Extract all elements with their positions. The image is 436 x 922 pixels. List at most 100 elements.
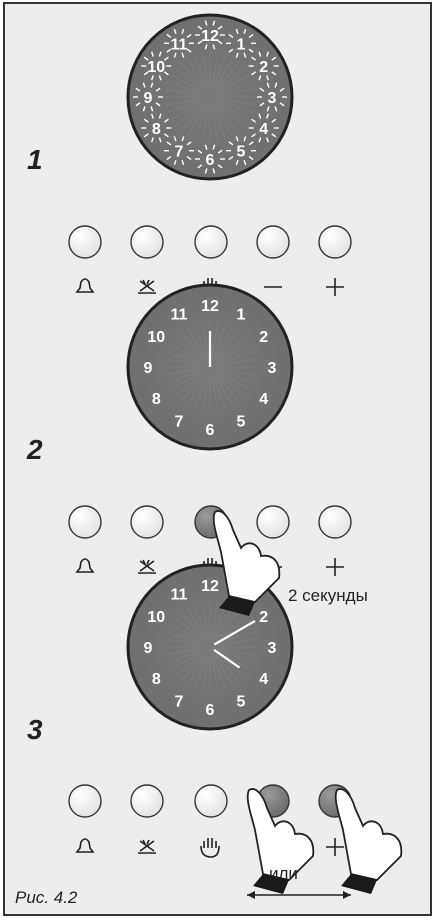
dial-texture-line	[217, 103, 245, 127]
blink-ray	[151, 75, 154, 81]
minus-button-step-1[interactable]	[256, 225, 290, 259]
dial-texture-line	[167, 370, 201, 383]
dial-texture-line	[219, 370, 253, 383]
cooking-button-step-3[interactable]	[130, 784, 164, 818]
blink-ray	[258, 75, 262, 81]
blink-ray	[274, 106, 278, 112]
dial-numeral: 1	[237, 36, 246, 53]
dial-numeral: 10	[147, 329, 165, 346]
bell-button-step-3[interactable]	[68, 784, 102, 818]
dial-texture-line	[175, 617, 203, 641]
blink-ray	[181, 28, 185, 35]
dial-numeral: 4	[259, 671, 268, 688]
blink-ray	[163, 56, 169, 61]
bell-icon	[75, 278, 95, 293]
dial-texture-line	[175, 67, 203, 91]
plus-button-step-1[interactable]	[318, 225, 352, 259]
blink-ray	[266, 82, 270, 88]
blink-ray	[271, 133, 277, 138]
blink-ray	[135, 102, 141, 107]
blink-ray	[235, 52, 239, 58]
dial-texture-line	[217, 653, 245, 677]
dial-texture-line	[217, 67, 245, 91]
dial-texture-line	[187, 57, 206, 89]
blink-ray	[155, 87, 161, 92]
blink-ray	[204, 168, 208, 174]
arrow-head-right	[343, 891, 351, 899]
dial-numeral: 9	[144, 90, 153, 107]
plus-button-step-2[interactable]	[318, 505, 352, 539]
blink-ray	[204, 144, 208, 150]
dial-texture-line	[194, 106, 207, 140]
dial-texture-line	[211, 52, 219, 88]
dial-texture-line	[213, 376, 226, 410]
minus-button-step-2[interactable]	[256, 505, 290, 539]
dial-numeral: 10	[147, 59, 165, 76]
blink-ray	[155, 102, 161, 107]
blink-ray	[197, 40, 203, 45]
blink-ray	[186, 48, 192, 53]
cooking-button-step-1[interactable]	[130, 225, 164, 259]
blink-ray	[235, 136, 239, 142]
blink-ray	[143, 56, 149, 61]
bell-symbol-step-2	[75, 558, 95, 573]
blink-ray	[212, 168, 216, 174]
dial-numeral: 11	[171, 306, 188, 323]
manual-button-step-3[interactable]	[194, 784, 228, 818]
dial-texture-line	[214, 57, 233, 89]
plus-symbol-step-3	[326, 838, 344, 856]
bell-icon	[75, 558, 95, 573]
dial-numeral: 5	[237, 414, 246, 431]
blink-ray	[243, 28, 247, 35]
dial-texture-line	[219, 358, 255, 366]
dial-texture-line	[219, 368, 255, 376]
figure-caption: Рис. 4.2	[15, 888, 78, 907]
dial-texture-line	[211, 656, 219, 692]
blink-ray	[143, 133, 149, 138]
pressing-finger-manual	[212, 510, 281, 616]
dial-texture-line	[165, 358, 201, 366]
or-note: или	[269, 864, 298, 883]
dial-texture-line	[214, 375, 233, 407]
blink-ray	[151, 137, 154, 143]
blink-ray	[271, 71, 277, 76]
dial-texture-line	[201, 52, 209, 88]
dial-numeral: 1	[237, 306, 246, 323]
blink-ray	[243, 52, 247, 58]
diagram-canvas: 1212345678910111212345678910111212345678…	[68, 13, 403, 899]
hand-outline	[212, 510, 281, 603]
dial-texture-line	[201, 376, 209, 412]
dial-texture-line	[194, 324, 207, 358]
bell-button-step-2[interactable]	[68, 505, 102, 539]
blink-ray	[217, 40, 223, 45]
dial-texture-line	[194, 604, 207, 638]
dial-texture-line	[214, 105, 233, 137]
dial-texture-line	[187, 327, 206, 359]
bell-symbol-step-3	[75, 838, 95, 853]
dial-texture-line	[167, 100, 201, 113]
dial-texture-line	[214, 607, 233, 639]
dial-texture-line	[219, 98, 255, 106]
dial-numeral: 12	[201, 578, 219, 595]
dial-texture-line	[180, 104, 204, 132]
blink-ray	[158, 113, 162, 119]
cooking-end-icon	[138, 279, 156, 294]
dial-texture-line	[213, 324, 226, 358]
dial-texture-line	[175, 103, 203, 127]
dial-texture-line	[180, 62, 204, 90]
bell-icon	[75, 838, 95, 853]
blink-ray	[186, 156, 192, 161]
dial-texture-line	[219, 351, 253, 364]
blink-ray	[248, 141, 254, 146]
bell-button-step-1[interactable]	[68, 225, 102, 259]
blink-ray	[212, 44, 216, 50]
dial-texture-line	[201, 322, 209, 358]
cooking-button-step-2[interactable]	[130, 505, 164, 539]
blink-ray	[259, 102, 265, 107]
manual-button-step-1[interactable]	[194, 225, 228, 259]
dial-texture-line	[165, 98, 201, 106]
dial-numeral: 5	[237, 144, 246, 161]
dial-texture-line	[213, 54, 226, 88]
blink-ray	[258, 137, 262, 143]
